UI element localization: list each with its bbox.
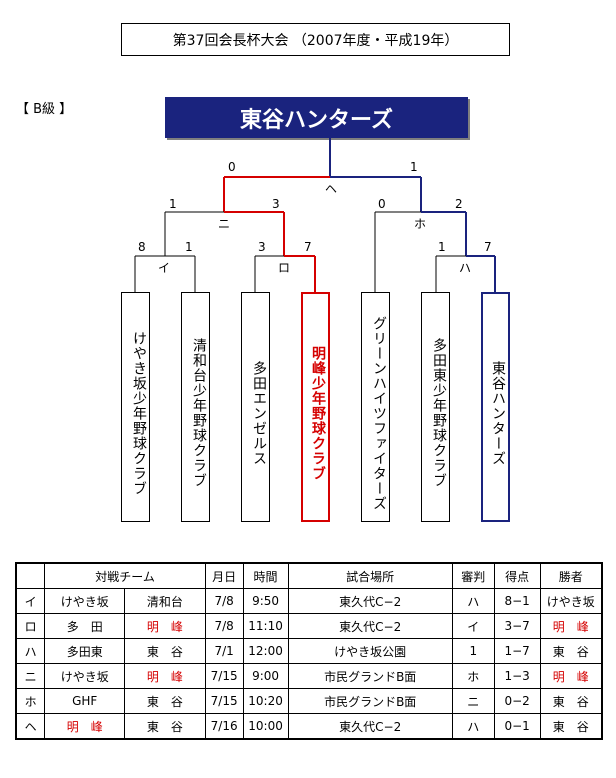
- ho-right-score: 2: [455, 197, 463, 211]
- header-time: 時間: [242, 562, 289, 589]
- row-venue: けやき坂公園: [287, 638, 453, 664]
- he-right-score: 1: [410, 160, 418, 174]
- header-winner: 勝者: [539, 562, 603, 589]
- team-box-higashitani: 東谷ハンターズ: [481, 292, 510, 522]
- row-date: 7/16: [204, 713, 244, 740]
- row-winner: 東 谷: [539, 688, 603, 714]
- row-umpire: イ: [451, 613, 495, 639]
- row-winner: けやき坂: [539, 588, 603, 614]
- row-date: 7/8: [204, 588, 244, 614]
- champion-banner: 東谷ハンターズ: [165, 97, 468, 138]
- row-time: 9:50: [242, 588, 289, 614]
- ha-label: ハ: [459, 261, 472, 275]
- row-team1: けやき坂: [44, 588, 126, 614]
- team-box-tadahigashi: 多田東少年野球クラブ: [421, 292, 450, 522]
- row-date: 7/15: [204, 663, 244, 689]
- ro-right-score: 7: [304, 240, 312, 254]
- row-score: 8−1: [493, 588, 541, 614]
- row-time: 10:00: [242, 713, 289, 740]
- row-score: 1−7: [493, 638, 541, 664]
- ho-label: ホ: [414, 217, 427, 231]
- ni-left-score: 1: [169, 197, 177, 211]
- ni-right-score: 3: [272, 197, 280, 211]
- row-id: ニ: [15, 663, 46, 689]
- team-box-green-heights: グリーンハイツファイターズ: [361, 292, 390, 522]
- row-winner: 明 峰: [539, 663, 603, 689]
- row-date: 7/8: [204, 613, 244, 639]
- row-umpire: ニ: [451, 688, 495, 714]
- ro-label: ロ: [278, 261, 291, 275]
- ro-left-score: 3: [258, 240, 266, 254]
- row-time: 9:00: [242, 663, 289, 689]
- row-umpire: ハ: [451, 588, 495, 614]
- row-venue: 東久代C−2: [287, 588, 453, 614]
- row-date: 7/15: [204, 688, 244, 714]
- row-team2: 東 谷: [124, 638, 206, 664]
- row-date: 7/1: [204, 638, 244, 664]
- row-score: 0−2: [493, 688, 541, 714]
- row-id: イ: [15, 588, 46, 614]
- row-id: ロ: [15, 613, 46, 639]
- team-box-seiwadai: 清和台少年野球クラブ: [181, 292, 210, 522]
- row-team1: GHF: [44, 688, 126, 714]
- table-header-row: 対戦チーム 月日 時間 試合場所 審判 得点 勝者: [15, 562, 603, 589]
- row-team1: 明 峰: [44, 713, 126, 740]
- row-id: ハ: [15, 638, 46, 664]
- bracket-lines: [134, 138, 496, 292]
- row-winner: 東 谷: [539, 638, 603, 664]
- row-venue: 市民グランドB面: [287, 688, 453, 714]
- header-score: 得点: [493, 562, 541, 589]
- row-umpire: 1: [451, 638, 495, 664]
- header-umpire: 審判: [451, 562, 495, 589]
- ho-left-score: 0: [378, 197, 386, 211]
- row-venue: 東久代C−2: [287, 613, 453, 639]
- row-venue: 市民グランドB面: [287, 663, 453, 689]
- row-venue: 東久代C−2: [287, 713, 453, 740]
- ni-label: ニ: [218, 217, 231, 231]
- row-team2: 東 谷: [124, 713, 206, 740]
- row-umpire: ホ: [451, 663, 495, 689]
- team-box-keyakizaka: けやき坂少年野球クラブ: [121, 292, 150, 522]
- header-matchup: 対戦チーム: [44, 562, 206, 589]
- he-label: ヘ: [325, 182, 338, 196]
- he-left-score: 0: [228, 160, 236, 174]
- i-label: イ: [158, 261, 171, 275]
- row-team2: 明 峰: [124, 663, 206, 689]
- row-time: 10:20: [242, 688, 289, 714]
- row-team2: 明 峰: [124, 613, 206, 639]
- tournament-title: 第37回会長杯大会 （2007年度・平成19年）: [121, 23, 510, 56]
- header-id: [15, 562, 46, 589]
- row-id: ホ: [15, 688, 46, 714]
- header-venue: 試合場所: [287, 562, 453, 589]
- row-id: ヘ: [15, 713, 46, 740]
- row-score: 1−3: [493, 663, 541, 689]
- i-right-score: 1: [185, 240, 193, 254]
- team-box-tada-angels: 多田エンゼルス: [241, 292, 270, 522]
- team-box-meiho: 明峰少年野球クラブ: [301, 292, 330, 522]
- class-label: 【 B級 】: [16, 102, 73, 117]
- row-team1: 多 田: [44, 613, 126, 639]
- i-left-score: 8: [138, 240, 146, 254]
- row-team1: けやき坂: [44, 663, 126, 689]
- row-winner: 東 谷: [539, 713, 603, 740]
- row-umpire: ハ: [451, 713, 495, 740]
- row-winner: 明 峰: [539, 613, 603, 639]
- row-score: 3−7: [493, 613, 541, 639]
- row-score: 0−1: [493, 713, 541, 740]
- ha-right-score: 7: [484, 240, 492, 254]
- row-time: 11:10: [242, 613, 289, 639]
- row-team2: 東 谷: [124, 688, 206, 714]
- row-time: 12:00: [242, 638, 289, 664]
- ha-left-score: 1: [438, 240, 446, 254]
- row-team1: 多田東: [44, 638, 126, 664]
- row-team2: 清和台: [124, 588, 206, 614]
- header-date: 月日: [204, 562, 244, 589]
